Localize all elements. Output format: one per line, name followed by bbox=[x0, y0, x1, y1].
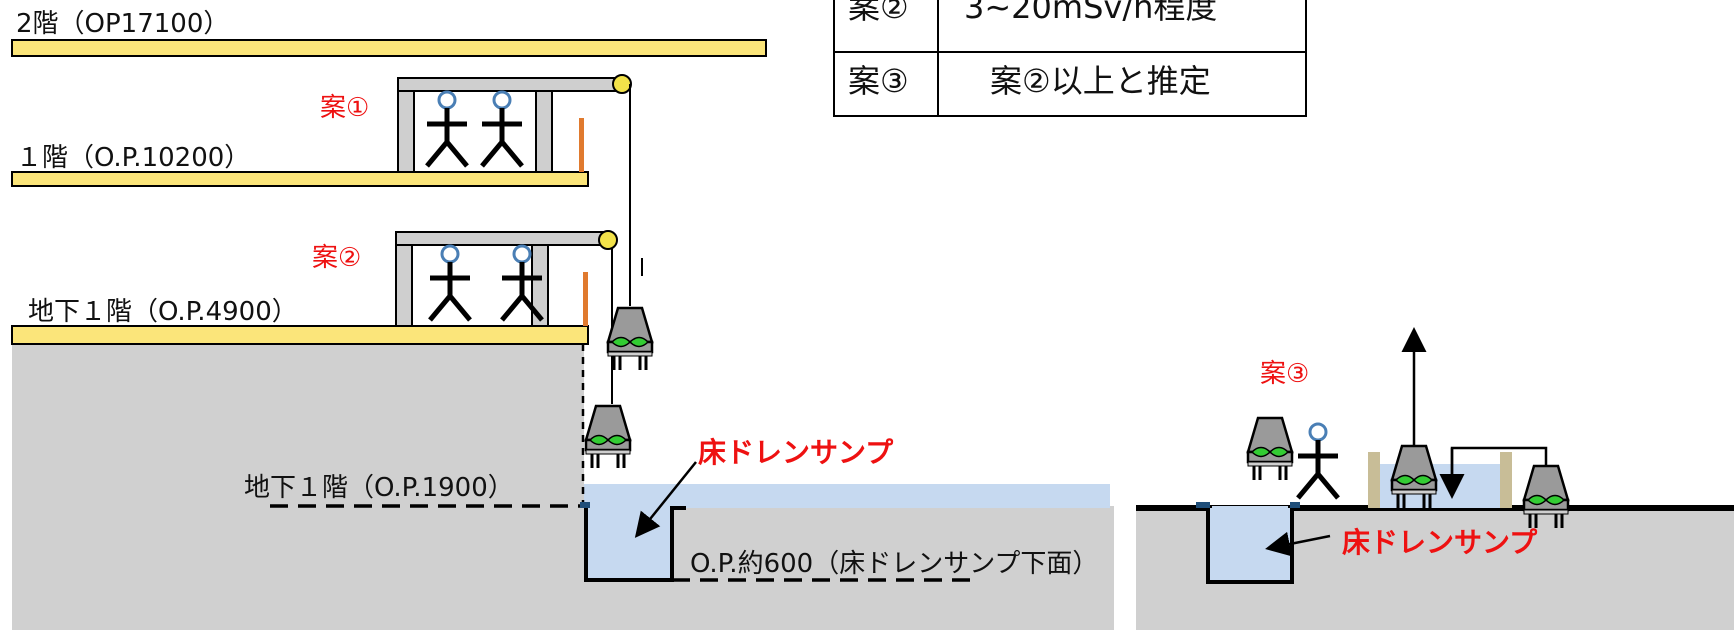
robot-hanging-upper bbox=[606, 306, 654, 372]
door-bar-1f bbox=[579, 118, 584, 172]
worker-b1-a bbox=[430, 246, 470, 320]
label-sump-bottom: O.P.約600（床ドレンサンプ下面） bbox=[690, 549, 1098, 579]
floor-slab-b1-upper bbox=[11, 325, 589, 345]
gantry-option-2 bbox=[395, 230, 618, 404]
floor-slab-2f bbox=[11, 39, 767, 57]
tank-post-right bbox=[1500, 452, 1512, 508]
worker-1f-b bbox=[482, 92, 522, 166]
floor-line-right-mask bbox=[1212, 506, 1288, 512]
sump-pit-left bbox=[586, 506, 672, 578]
label-floor-1f: １階（O.P.10200） bbox=[16, 143, 250, 173]
dose-table-row1-value: 3~20mSv/h程度 bbox=[964, 0, 1217, 26]
callout-sump-right: 床ドレンサンプ bbox=[1342, 526, 1538, 559]
ground-left-upper bbox=[12, 340, 584, 630]
sump-left-callout-arrow bbox=[634, 461, 697, 538]
label-option-3: 案③ bbox=[1260, 359, 1309, 389]
worker-right bbox=[1298, 424, 1338, 498]
dose-table-row2-option: 案③ bbox=[848, 62, 909, 100]
label-option-2: 案② bbox=[312, 243, 361, 273]
floor-slab-1f bbox=[11, 171, 589, 187]
dose-table-row2-value: 案②以上と推定 bbox=[990, 62, 1211, 100]
label-option-1: 案① bbox=[320, 93, 369, 123]
label-floor-b1-upper: 地下１階（O.P.4900） bbox=[28, 297, 298, 327]
dose-table bbox=[833, 0, 1307, 117]
dose-table-row1-option: 案② bbox=[848, 0, 909, 26]
tank-post-left bbox=[1368, 452, 1380, 508]
gantry-option-1 bbox=[397, 74, 632, 306]
sump-right-callout-arrow bbox=[1265, 531, 1331, 557]
water-surface-left bbox=[584, 484, 1110, 508]
label-floor-b1-lower: 地下１階（O.P.1900） bbox=[244, 473, 514, 503]
label-floor-2f: 2階（OP17100） bbox=[16, 9, 229, 39]
robot-hanging-lower bbox=[584, 404, 632, 470]
robot-right-a bbox=[1246, 416, 1294, 482]
door-bar-b1 bbox=[583, 272, 588, 326]
callout-sump-left: 床ドレンサンプ bbox=[698, 436, 894, 469]
worker-1f-a bbox=[427, 92, 467, 166]
